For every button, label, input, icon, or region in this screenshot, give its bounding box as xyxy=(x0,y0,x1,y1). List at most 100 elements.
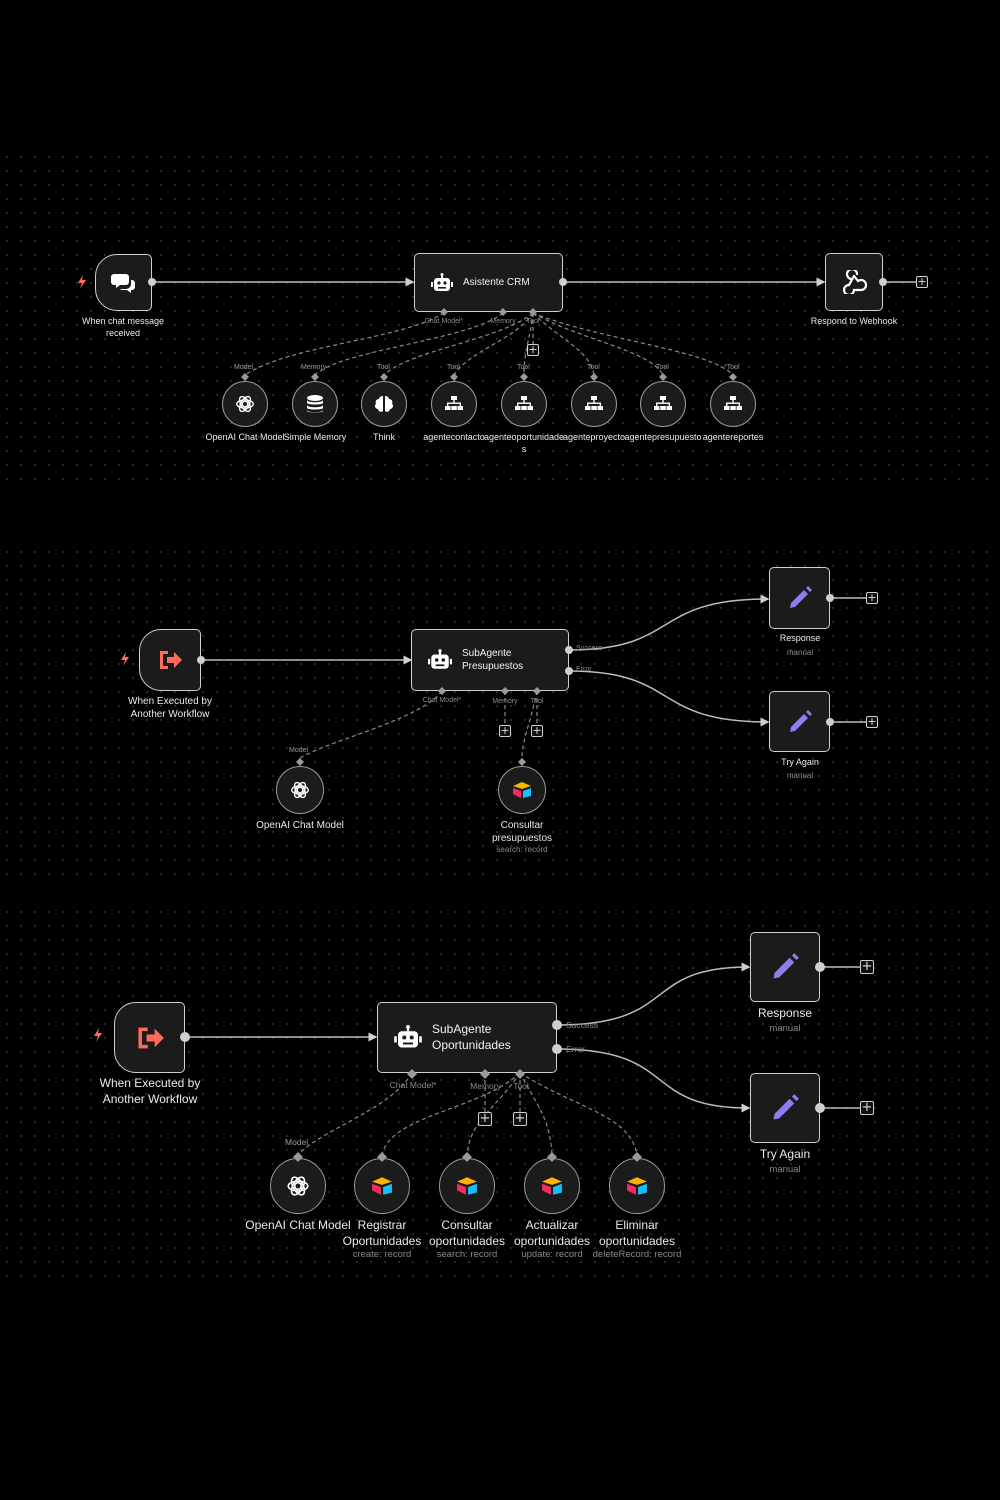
sign-in-arrow-icon xyxy=(160,651,182,669)
trigger-bolt-icon xyxy=(78,275,86,289)
port-success: Success xyxy=(566,1020,599,1030)
subnode-type: *Tool xyxy=(724,364,740,371)
openai-icon xyxy=(287,1176,309,1196)
response-node[interactable] xyxy=(750,932,820,1002)
subnode-type: Model xyxy=(289,747,309,754)
airtable-icon xyxy=(542,1177,562,1195)
chat-trigger-node[interactable] xyxy=(95,254,152,311)
subnode-openai-chat-model[interactable] xyxy=(222,381,268,427)
subnode-actualizar-oportunidades[interactable] xyxy=(524,1158,580,1214)
subnode-registrar-oportunidades[interactable] xyxy=(354,1158,410,1214)
canvas-panel-1 xyxy=(0,150,1000,480)
subnode-consultar-presupuestos[interactable] xyxy=(498,766,546,814)
response-label: Response xyxy=(757,1006,813,1020)
subnode-agentepresupuesto[interactable] xyxy=(640,381,686,427)
subnode-simple-memory[interactable] xyxy=(292,381,338,427)
subnode-consultar-oportunidades[interactable] xyxy=(439,1158,495,1214)
add-node-button[interactable]: + xyxy=(860,959,874,974)
port-error: Error xyxy=(576,666,592,673)
port-memory: Memory xyxy=(490,318,516,325)
subnode-agenteoportunidades[interactable] xyxy=(501,381,547,427)
execute-workflow-trigger-node[interactable] xyxy=(139,629,201,691)
database-icon xyxy=(307,395,323,413)
subnode-agentereportes[interactable] xyxy=(710,381,756,427)
add-node-button[interactable]: + xyxy=(866,591,878,604)
subnode-agentecontacto[interactable] xyxy=(431,381,477,427)
webhook-icon xyxy=(842,270,867,294)
agent-title: SubAgente Presupuestos xyxy=(462,648,524,672)
add-tool-button[interactable]: + xyxy=(513,1111,527,1126)
subnode-label: agentepresupuesto xyxy=(624,432,702,442)
port-error: Error xyxy=(566,1044,585,1054)
chat-trigger-label: When chat message received xyxy=(81,316,165,338)
subnode-agenteproyecto[interactable] xyxy=(571,381,617,427)
subnode-eliminar-oportunidades[interactable] xyxy=(609,1158,665,1214)
subnode-label: OpenAI Chat Model xyxy=(256,820,344,831)
respond-webhook-node[interactable] xyxy=(825,253,883,311)
agent-node-asistente-crm[interactable]: Asistente CRM xyxy=(414,253,563,312)
trigger-bolt-icon xyxy=(94,1028,102,1042)
subnode-label: agenteoportunidade s xyxy=(483,432,565,454)
try-again-label: Try Again xyxy=(759,1147,811,1161)
port-memory: Memory xyxy=(492,698,518,705)
openai-icon xyxy=(291,781,309,799)
sitemap-icon xyxy=(445,396,463,410)
port-tool: Tool xyxy=(526,318,540,325)
robot-icon xyxy=(394,1025,422,1048)
port-chat-model: Chat Model* xyxy=(422,697,462,704)
subnode-type: Tool xyxy=(517,364,530,371)
subnode-label: Simple Memory xyxy=(283,432,347,442)
subnode-think[interactable] xyxy=(361,381,407,427)
agent-node-subagente-presupuestos[interactable]: SubAgente Presupuestos xyxy=(411,629,569,691)
add-node-button[interactable]: + xyxy=(866,715,878,728)
response-sub: manual xyxy=(786,648,814,657)
port-tool: Tool xyxy=(513,1081,529,1091)
try-again-sub: manual xyxy=(786,771,814,780)
add-tool-button[interactable]: + xyxy=(527,343,539,356)
airtable-icon xyxy=(513,782,531,798)
add-node-button[interactable]: + xyxy=(916,275,928,288)
try-again-node[interactable] xyxy=(769,691,830,752)
add-memory-button[interactable]: + xyxy=(499,724,511,737)
add-tool-button[interactable]: + xyxy=(531,724,543,737)
subnode-sub: search: record xyxy=(496,845,548,854)
openai-icon xyxy=(236,395,254,413)
sitemap-icon xyxy=(724,396,742,410)
trigger-label: When Executed by Another Workflow xyxy=(128,696,212,720)
brain-icon xyxy=(374,396,394,412)
subnode-sub: create: record xyxy=(352,1249,412,1260)
subnode-sub: search: record xyxy=(436,1249,498,1260)
try-again-label: Try Again xyxy=(781,757,819,767)
subnode-label: Consultar presupuestos xyxy=(491,820,553,844)
port-memory: Memory xyxy=(470,1081,501,1091)
response-label: Response xyxy=(779,633,821,643)
chat-bubbles-icon xyxy=(110,273,135,293)
port-tool: Tool xyxy=(530,698,544,705)
response-sub: manual xyxy=(769,1023,801,1034)
agent-node-subagente-oportunidades[interactable]: SubAgente Oportunidades xyxy=(377,1002,557,1073)
subnode-label: agenteproyecto xyxy=(562,432,626,442)
subnode-label: OpenAI Chat Model xyxy=(205,432,285,442)
subnode-label: Consultar oportunidades xyxy=(428,1218,506,1248)
try-again-sub: manual xyxy=(769,1164,801,1175)
sitemap-icon xyxy=(654,396,672,410)
sitemap-icon xyxy=(515,396,533,410)
airtable-icon xyxy=(457,1177,477,1195)
subnode-openai-chat-model[interactable] xyxy=(276,766,324,814)
port-success: Success xyxy=(576,645,603,652)
subnode-label: agentereportes xyxy=(702,432,764,442)
robot-icon xyxy=(428,649,452,669)
sign-in-arrow-icon xyxy=(137,1027,164,1048)
try-again-node[interactable] xyxy=(750,1073,820,1143)
subnode-label: Think xyxy=(372,432,395,442)
execute-workflow-trigger-node[interactable] xyxy=(114,1002,185,1073)
add-memory-button[interactable]: + xyxy=(478,1111,492,1126)
subnode-label: Registrar Oportunidades xyxy=(342,1218,422,1248)
subnode-type: Tool xyxy=(656,364,669,371)
subnode-openai-chat-model[interactable] xyxy=(270,1158,326,1214)
subnode-type: Tool xyxy=(587,364,600,371)
agent-title: SubAgente Oportunidades xyxy=(432,1021,511,1052)
response-node[interactable] xyxy=(769,567,830,629)
pencil-icon xyxy=(773,953,799,979)
add-node-button[interactable]: + xyxy=(860,1100,874,1115)
